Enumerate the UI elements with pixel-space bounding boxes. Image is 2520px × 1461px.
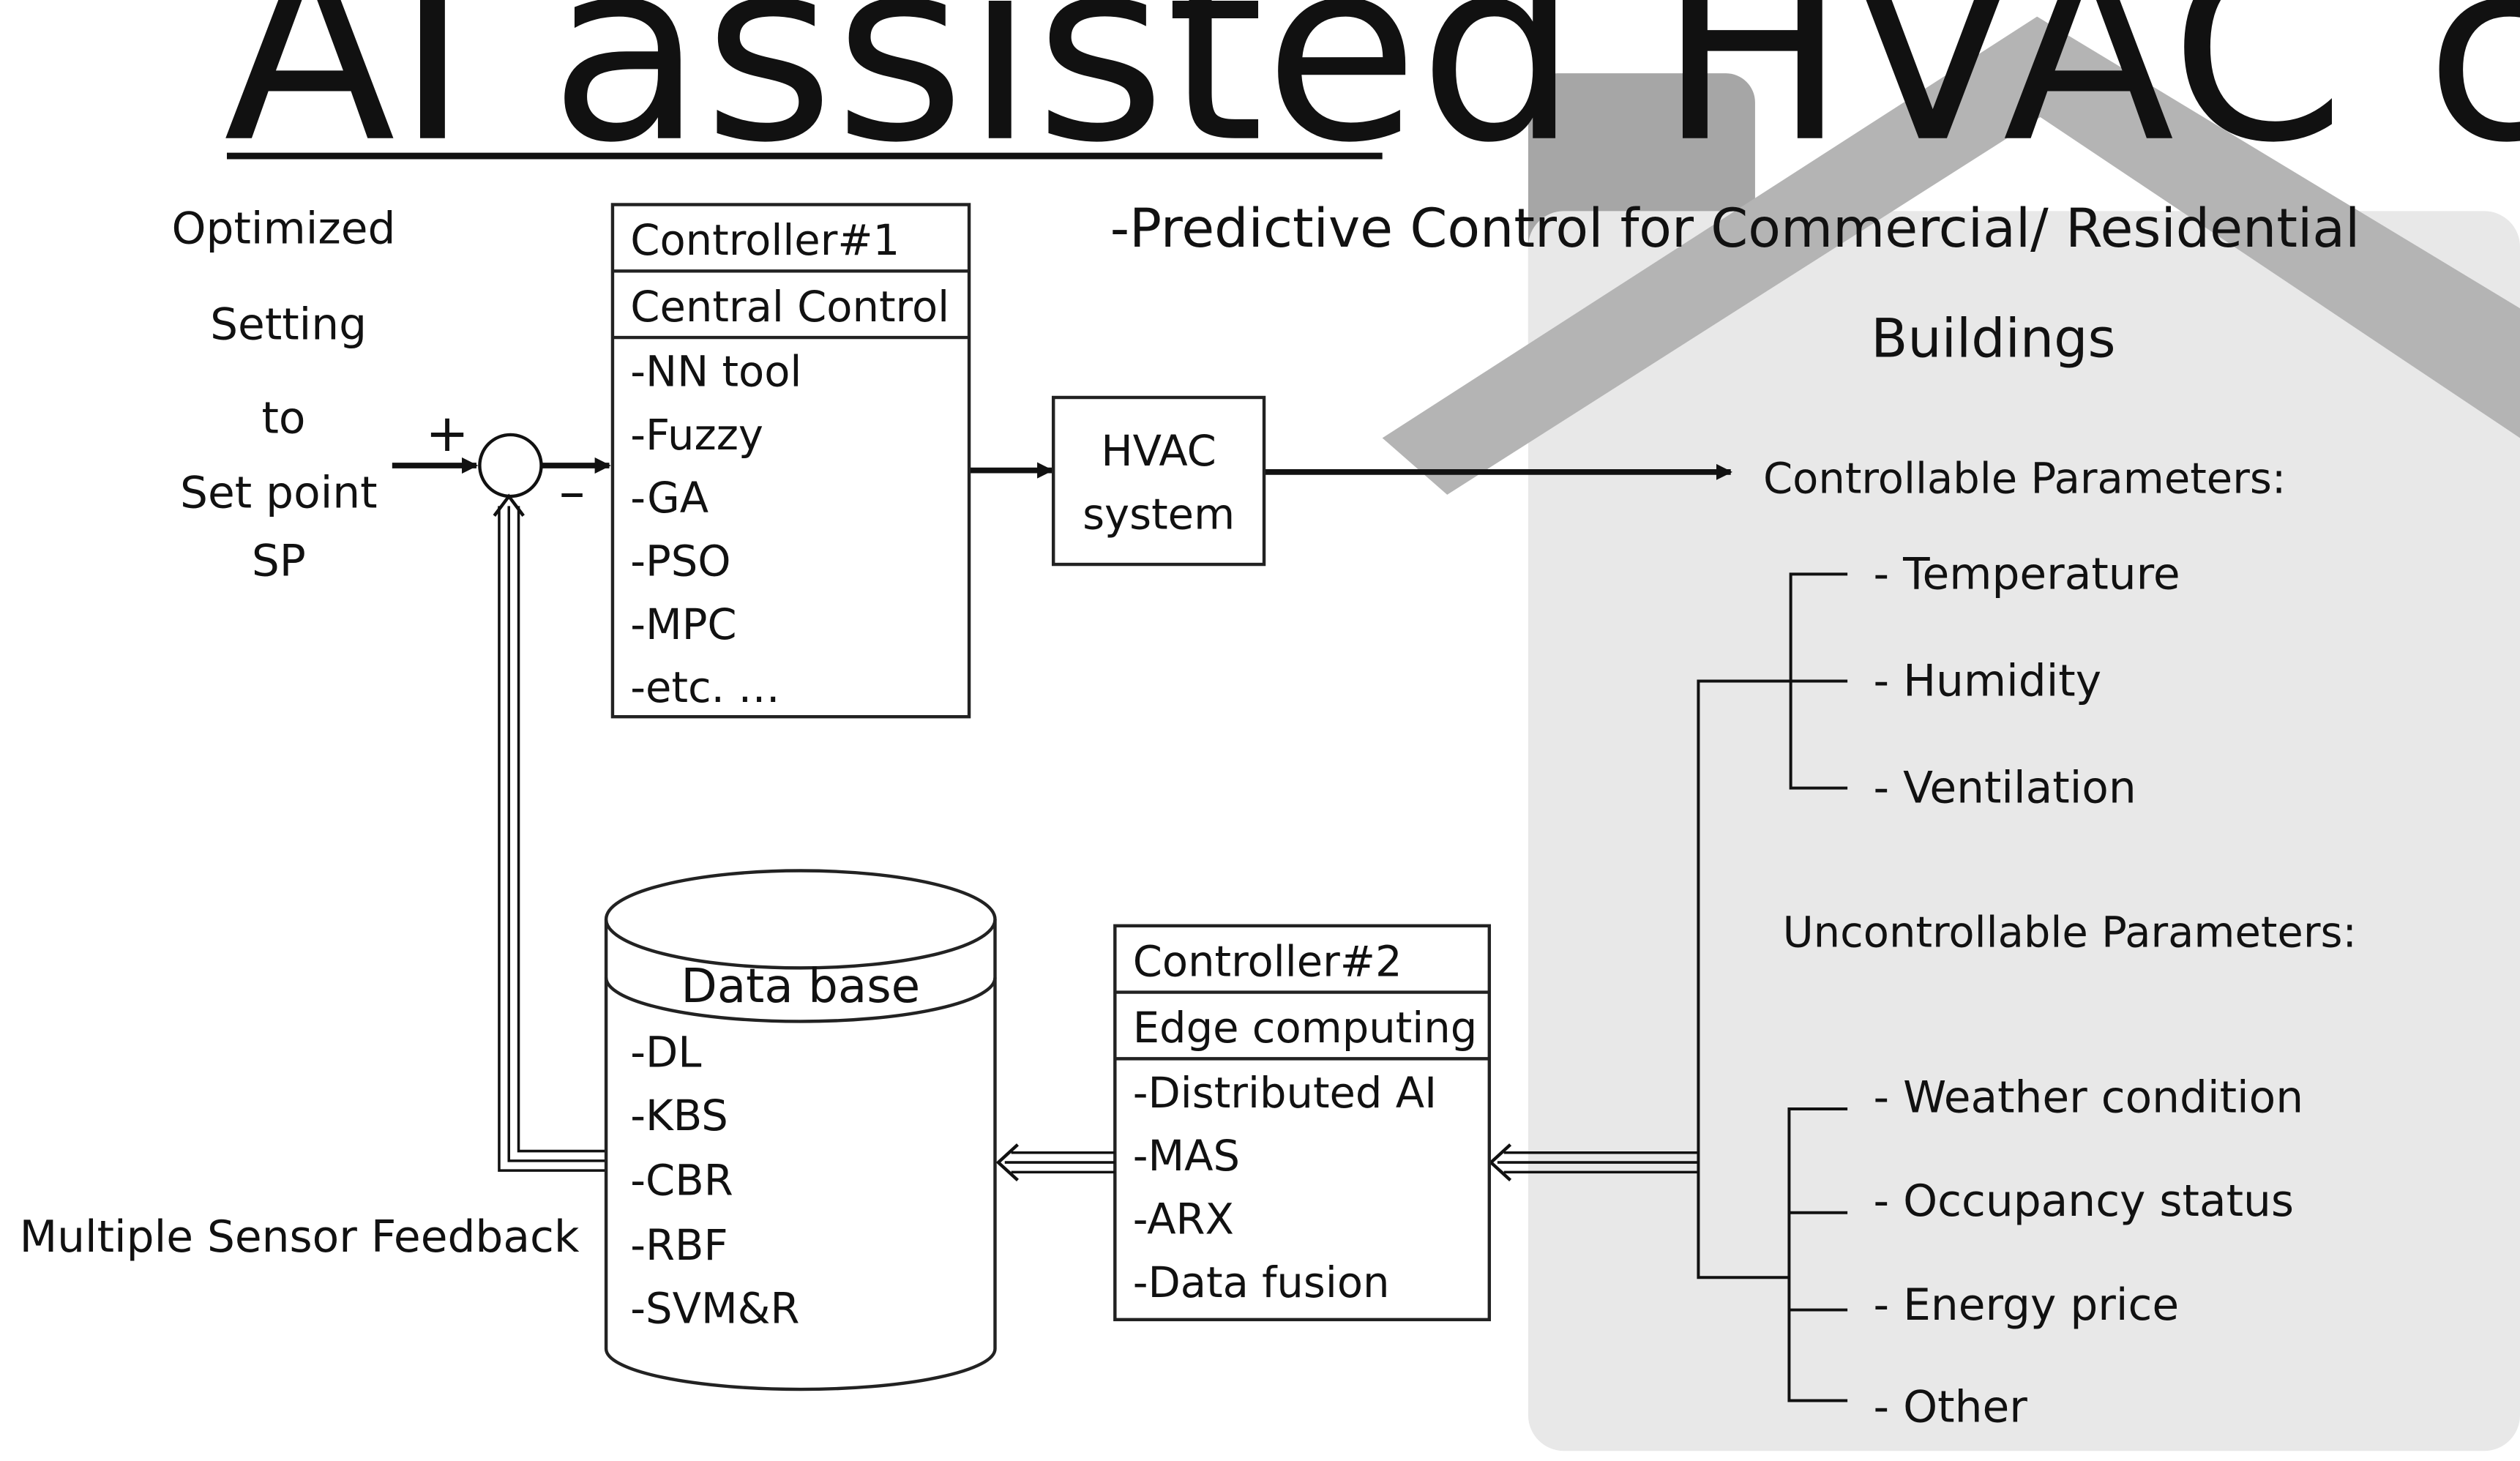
controller1-item: -MPC [630, 600, 736, 649]
controllable-heading: Controllable Parameters: [1763, 455, 2286, 504]
controller2-item: -Data fusion [1133, 1258, 1390, 1307]
feedback-label: Multiple Sensor Feedback [20, 1212, 580, 1263]
uncontrollable-item: - Energy price [1874, 1280, 2180, 1331]
setpoint-line-2: Setting [210, 299, 367, 350]
hvac-line-2: system [1083, 490, 1235, 539]
house-body [1528, 211, 2520, 1451]
predictive-heading-line-2: Buildings [1871, 308, 2115, 370]
database-header: Data base [681, 959, 920, 1014]
database-top [604, 869, 997, 970]
controller1-item: -PSO [630, 537, 730, 586]
controller1-item: -etc. … [630, 663, 780, 712]
setpoint-line-3: to [261, 394, 305, 444]
sensor-bus [1697, 679, 1791, 1279]
hvac-frame [1051, 395, 1266, 567]
bus-top-branch [1697, 679, 1791, 1279]
page-title: AI assisted HVAC control [224, 0, 2520, 198]
controller1-item: -Fuzzy [630, 411, 763, 460]
database-body [604, 919, 997, 1391]
setpoint-label: Optimized Setting to Set point SP [172, 204, 396, 587]
controller2-subheader: Edge computing [1133, 1004, 1478, 1053]
controllable-item: - Humidity [1874, 656, 2102, 706]
controller1-item: -NN tool [630, 347, 801, 396]
database-item: -RBF [630, 1221, 728, 1270]
feedback-arrowhead [493, 493, 525, 517]
uncontrollable-bracket [1787, 1107, 1848, 1402]
setpoint-line-5: SP [252, 537, 306, 587]
controller2-item: -MAS [1133, 1132, 1240, 1181]
predictive-heading-line-1: -Predictive Control for Commercial/ Resi… [1110, 198, 2360, 260]
controller1-frame [610, 203, 971, 719]
database-item: -CBR [630, 1156, 733, 1205]
minus-sign: – [559, 461, 585, 522]
setpoint-line-4: Set point [180, 468, 378, 519]
feedback-line-inner [517, 506, 607, 1153]
controller2-item: -Distributed AI [1133, 1069, 1437, 1118]
feedback-path [493, 493, 607, 1172]
database-item: -SVM&R [630, 1284, 799, 1333]
controller1-header: Controller#1 [630, 216, 900, 265]
controller1-item: -GA [630, 474, 708, 523]
uncontrollable-heading: Uncontrollable Parameters: [1783, 908, 2357, 957]
controller2-to-database-arrow [995, 1143, 1115, 1182]
summing-junction: + – [392, 403, 585, 522]
controllable-item: - Ventilation [1874, 763, 2136, 814]
uncontrollable-bracket-line [1787, 1107, 1848, 1402]
hvac-system-box: HVAC system [1051, 395, 1266, 567]
feedback-line-mid [507, 506, 607, 1162]
database-header-divider [604, 977, 997, 1023]
database-item: -DL [630, 1028, 701, 1077]
uncontrollable-item: - Weather condition [1874, 1072, 2304, 1123]
house-illustration [1382, 16, 2520, 1451]
uncontrollable-item: - Other [1874, 1382, 2028, 1432]
feedback-line-outer [498, 506, 607, 1172]
db-arrowhead [995, 1143, 1019, 1182]
controller1-subheader: Central Control [630, 283, 949, 332]
controllable-item: - Temperature [1874, 549, 2180, 599]
database-item: -KBS [630, 1091, 728, 1140]
controller2-header: Controller#2 [1133, 937, 1402, 986]
plus-sign: + [425, 403, 468, 463]
uncontrollable-item: - Occupancy status [1874, 1176, 2295, 1227]
controller1-box: Controller#1 Central Control -NN tool -F… [610, 203, 971, 719]
hvac-line-1: HVAC [1101, 427, 1216, 476]
house-roof [1382, 16, 2520, 495]
setpoint-line-1: Optimized [172, 204, 396, 255]
summing-circle [478, 433, 543, 498]
database-cylinder: Data base -DL -KBS -CBR -RBF -SVM&R [604, 869, 997, 1391]
controller2-item: -ARX [1133, 1195, 1234, 1244]
controller2-box: Controller#2 Edge computing -Distributed… [1113, 924, 1492, 1322]
